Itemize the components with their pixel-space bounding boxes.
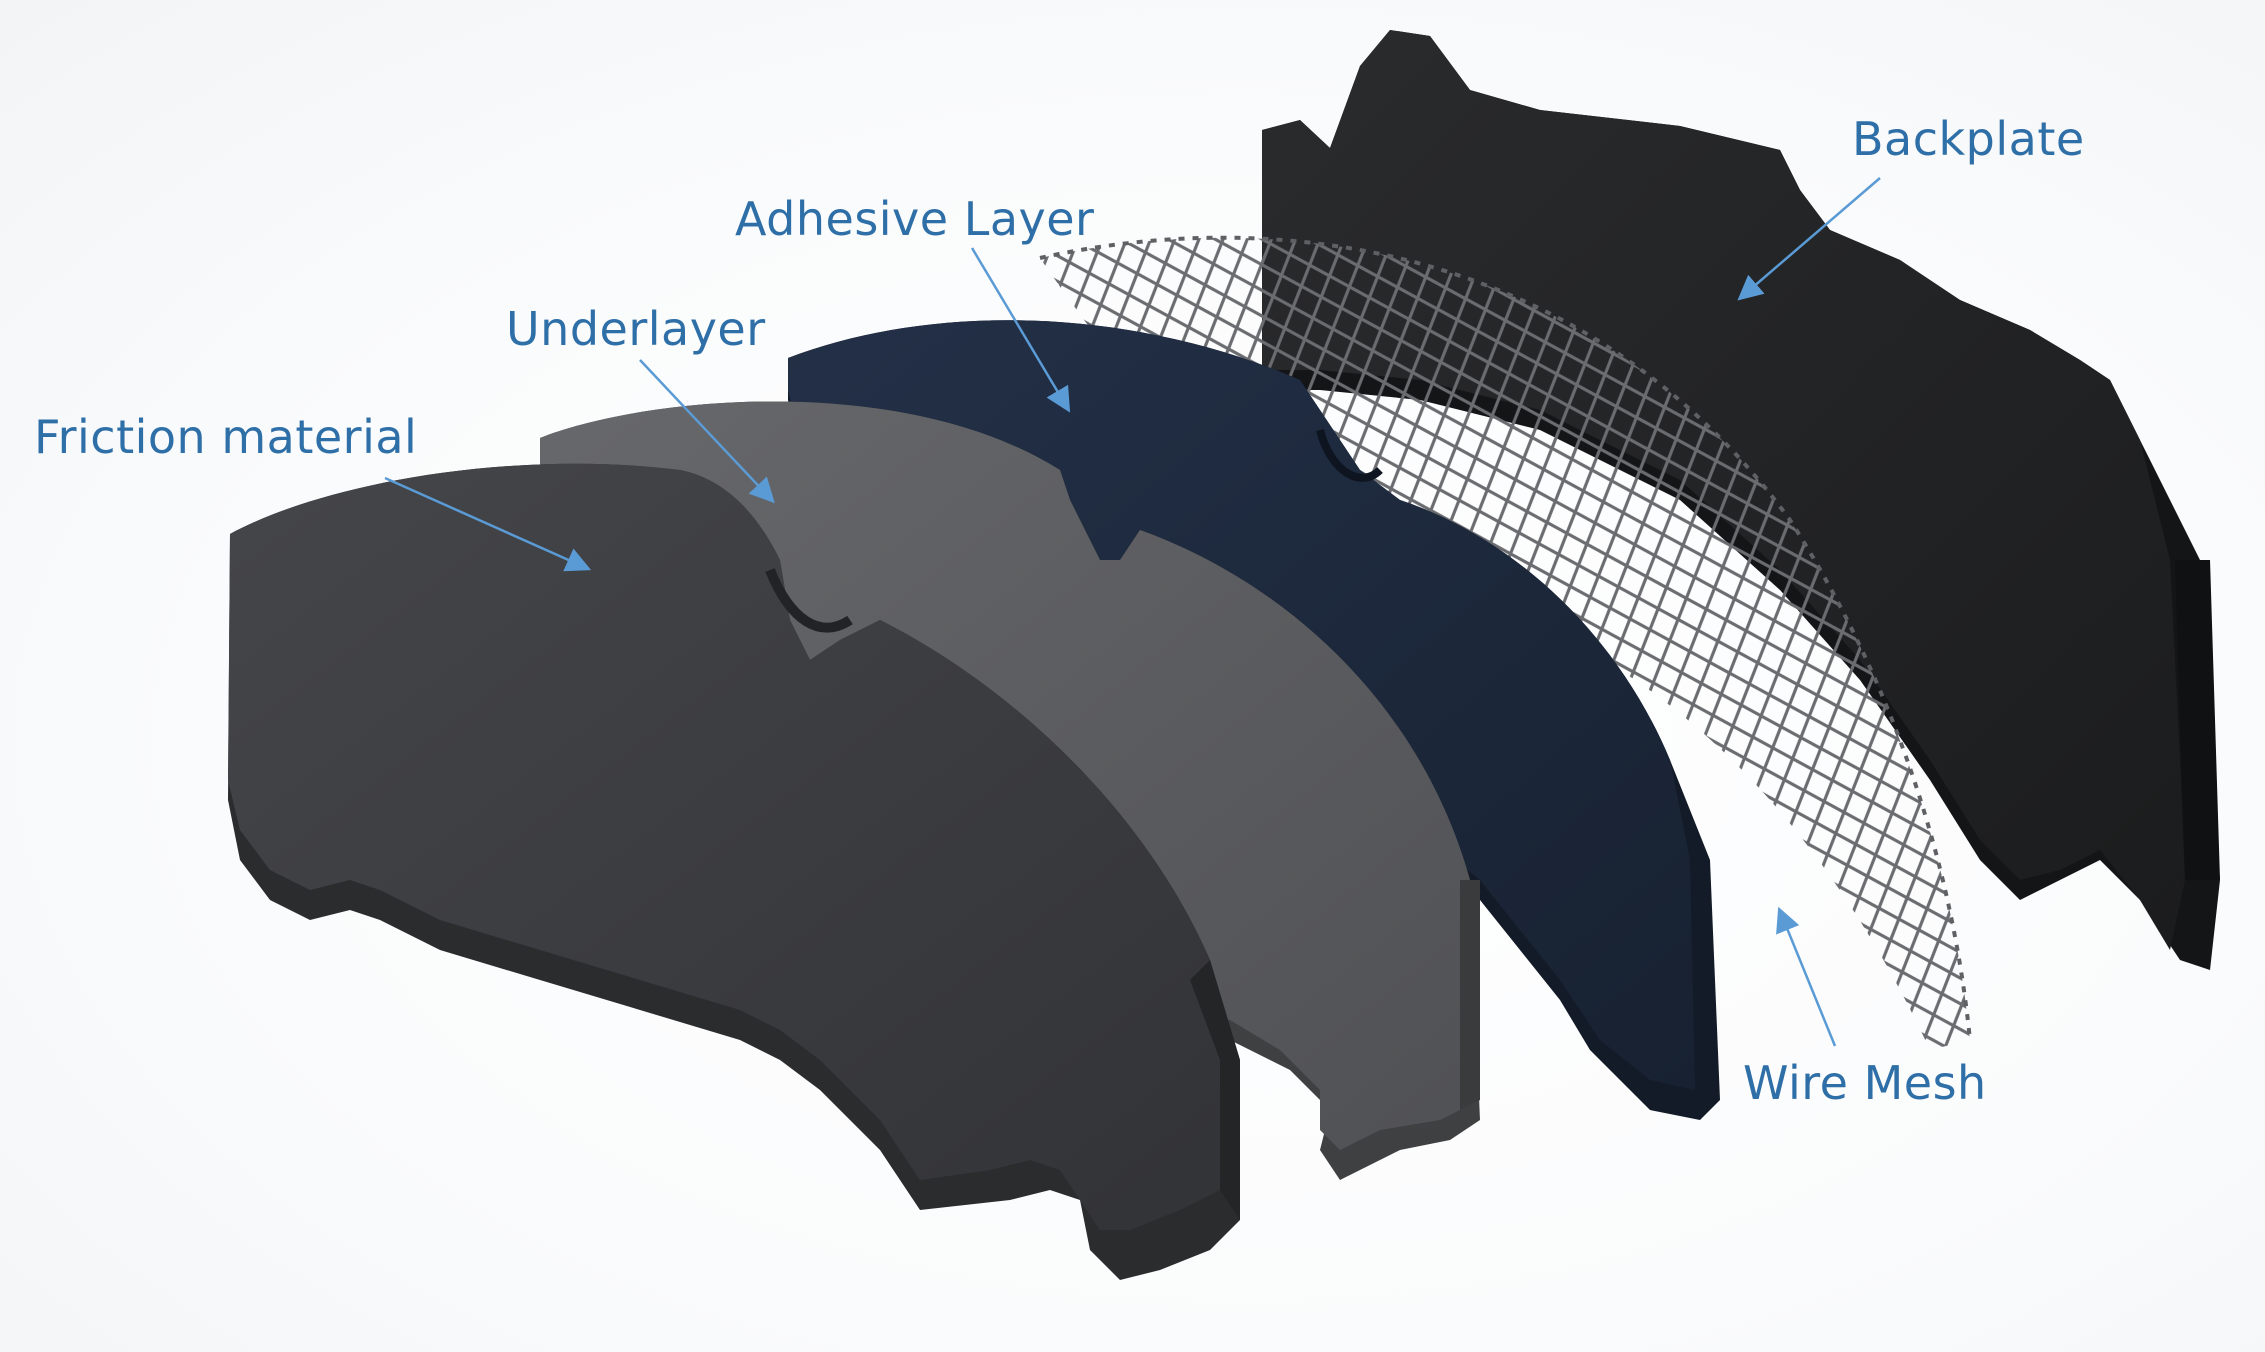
label-backplate: Backplate	[1852, 112, 2085, 166]
label-underlayer: Underlayer	[506, 302, 766, 356]
label-friction-material: Friction material	[34, 410, 418, 464]
label-adhesive-layer: Adhesive Layer	[735, 192, 1095, 246]
arrow-backplate	[1737, 177, 1881, 301]
arrow-wire-mesh	[1776, 906, 1837, 1047]
arrow-friction-material	[384, 476, 592, 572]
label-wire-mesh: Wire Mesh	[1743, 1056, 1987, 1110]
arrow-underlayer	[639, 359, 775, 504]
friction-material-layer	[228, 463, 1240, 1280]
arrow-adhesive-layer	[970, 247, 1071, 413]
leader-arrows	[384, 177, 1881, 1047]
